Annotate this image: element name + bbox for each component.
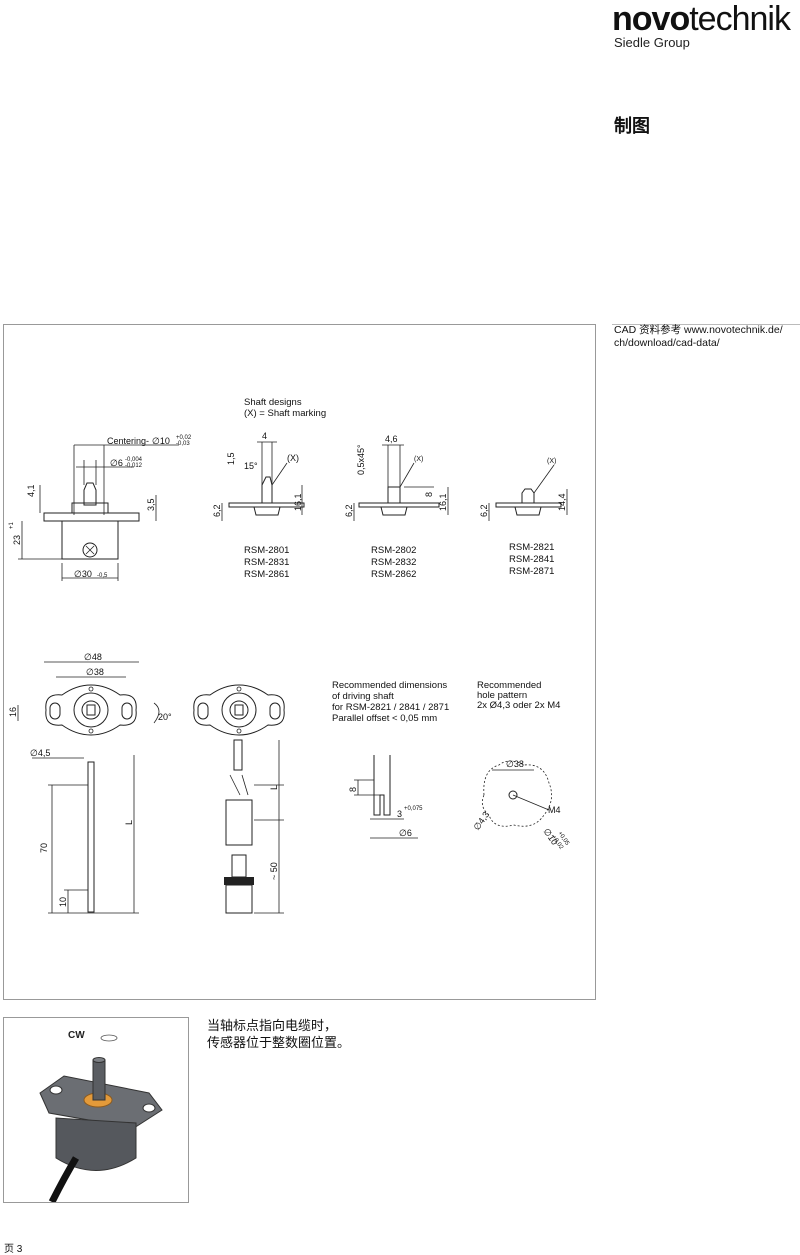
- s1-width: 4: [262, 431, 267, 441]
- dim-30-tol: -0,5: [97, 573, 108, 579]
- page-number: 页 3: [4, 1244, 23, 1255]
- cw-rotation-icon: [100, 1034, 118, 1042]
- section-title: 制图: [614, 116, 650, 136]
- dia6-dim: ∅6: [110, 458, 123, 468]
- rec-hole-line-1: Recommended: [477, 680, 541, 691]
- dim-23-tol: +1: [9, 521, 15, 529]
- s3-model-1: RSM-2821: [509, 542, 554, 553]
- dim-50: ~ 50: [269, 862, 279, 880]
- shaft-design-2: 4,6 0,5x45° (X) 8 16,1 6,2 RSM-2802 RSM-…: [344, 434, 449, 580]
- top-view-1: ∅48 ∅38 16 20° ∅4,5 L 70 10: [8, 652, 172, 914]
- technical-drawing: Shaft designs (X) = Shaft marking Center…: [8, 397, 570, 914]
- dim-3-5: 3,5: [146, 498, 156, 511]
- s2-8: 8: [424, 492, 434, 497]
- sidebar-rule: [612, 324, 800, 325]
- logo-light-text: technik: [689, 0, 791, 38]
- rd-6: ∅6: [399, 828, 412, 838]
- dim-L: L: [124, 820, 134, 825]
- dim-70: 70: [39, 843, 49, 853]
- s2-chamfer: 0,5x45°: [356, 444, 366, 475]
- dim-30: ∅30: [74, 569, 92, 579]
- rd-3: 3: [397, 809, 402, 819]
- cad-line-1: CAD 资料参考 www.novotechnik.de/: [614, 324, 783, 336]
- shaft-design-1: 4 1,5 15° (X) 16,1 6,2 RSM-2801 RSM-2831…: [212, 431, 305, 580]
- top-view-2: L ~ 50: [193, 684, 285, 914]
- shaft-designs-title: Shaft designs: [244, 397, 302, 408]
- technical-drawing-panel: Shaft designs (X) = Shaft marking Center…: [3, 324, 596, 1000]
- centering-dim: ∅10: [152, 436, 170, 446]
- centering-label: Centering-: [107, 436, 149, 446]
- dim-10: 10: [58, 897, 68, 907]
- s3-6-2: 6,2: [479, 504, 489, 517]
- s1-angle: 15°: [244, 461, 258, 471]
- cad-reference: CAD 资料参考 www.novotechnik.de/ ch/download…: [614, 324, 794, 350]
- s1-1-5: 1,5: [226, 452, 236, 465]
- shaft-marking-label: (X) = Shaft marking: [244, 408, 326, 419]
- s3-14-4: 14,4: [557, 493, 567, 511]
- dim-4-1: 4,1: [26, 484, 36, 497]
- hp-38: ∅38: [506, 759, 524, 769]
- dim-38: ∅38: [86, 667, 104, 677]
- rec-hole-line-2: hole pattern: [477, 690, 527, 701]
- s1-6-2: 6,2: [212, 504, 222, 517]
- s1-model-1: RSM-2801: [244, 545, 289, 556]
- s2-model-3: RSM-2862: [371, 569, 416, 580]
- cw-label: CW: [68, 1030, 85, 1041]
- hp-m4: M4: [548, 805, 561, 815]
- sensor-shaft: [92, 1059, 106, 1101]
- s3-model-3: RSM-2871: [509, 566, 554, 577]
- s1-model-2: RSM-2831: [244, 557, 289, 568]
- rec-drive-line-4: Parallel offset < 0,05 mm: [332, 713, 437, 724]
- dim-L2: L: [269, 785, 279, 790]
- hp-4-3: ∅4,3: [471, 810, 491, 832]
- dim-16: 16: [8, 707, 18, 717]
- brand-logo: novotechnik: [612, 0, 791, 38]
- rd-8: 8: [348, 787, 358, 792]
- position-note: 当轴标点指向电缆时， 传感器位于整数圈位置。: [207, 1017, 350, 1051]
- s3-x: (X): [547, 458, 556, 465]
- sensor-body: [55, 1117, 137, 1171]
- mount-hole-right-icon: [142, 1103, 156, 1113]
- s1-16-1: 16,1: [293, 493, 303, 511]
- s1-model-3: RSM-2861: [244, 569, 289, 580]
- side-view: Centering- ∅10 +0,02 -0,03 ∅6 -0,004 -0,…: [9, 435, 192, 581]
- logo-bold-text: novo: [612, 0, 690, 38]
- rd-3-tol: +0,075: [404, 806, 423, 812]
- sensor-cable: [48, 1156, 80, 1204]
- dim-48: ∅48: [84, 652, 102, 662]
- centering-tol-upper: +0,02: [176, 435, 192, 441]
- s2-model-2: RSM-2832: [371, 557, 416, 568]
- note-line-2: 传感器位于整数圈位置。: [207, 1035, 351, 1050]
- s2-model-1: RSM-2802: [371, 545, 416, 556]
- s1-x: (X): [287, 453, 299, 463]
- rec-drive-line-2: of driving shaft: [332, 691, 394, 702]
- product-photo: CW: [3, 1017, 189, 1204]
- rec-hole-line-3: 2x Ø4,3 oder 2x M4: [477, 700, 560, 711]
- shaft-design-3: (X) 14,4 6,2 RSM-2821 RSM-2841 RSM-2871: [479, 458, 568, 577]
- centering-tol-lower: -0,03: [176, 441, 190, 447]
- recommended-hole-pattern: Recommended hole pattern 2x Ø4,3 oder 2x…: [471, 680, 570, 851]
- rec-drive-line-1: Recommended dimensions: [332, 680, 447, 691]
- dim-23: 23: [12, 535, 22, 545]
- mount-hole-left-icon: [49, 1085, 63, 1095]
- s2-width: 4,6: [385, 434, 398, 444]
- s2-16-1: 16,1: [438, 493, 448, 511]
- dim-4-5: ∅4,5: [30, 748, 50, 758]
- s2-6-2: 6,2: [344, 504, 354, 517]
- note-line-1: 当轴标点指向电缆时，: [207, 1018, 338, 1033]
- recommended-driving-shaft: Recommended dimensions of driving shaft …: [332, 680, 449, 839]
- dia6-tol-upper: -0,004: [125, 457, 143, 463]
- rec-drive-line-3: for RSM-2821 / 2841 / 2871: [332, 702, 449, 713]
- cad-line-2[interactable]: ch/download/cad-data/: [614, 337, 720, 349]
- sensor-illustration: CW: [39, 1030, 163, 1204]
- dim-20deg: 20°: [158, 712, 172, 722]
- logo-subtitle: Siedle Group: [614, 35, 690, 50]
- s2-x: (X): [414, 456, 423, 463]
- s3-model-2: RSM-2841: [509, 554, 554, 565]
- dia6-tol-lower: -0,012: [125, 463, 143, 469]
